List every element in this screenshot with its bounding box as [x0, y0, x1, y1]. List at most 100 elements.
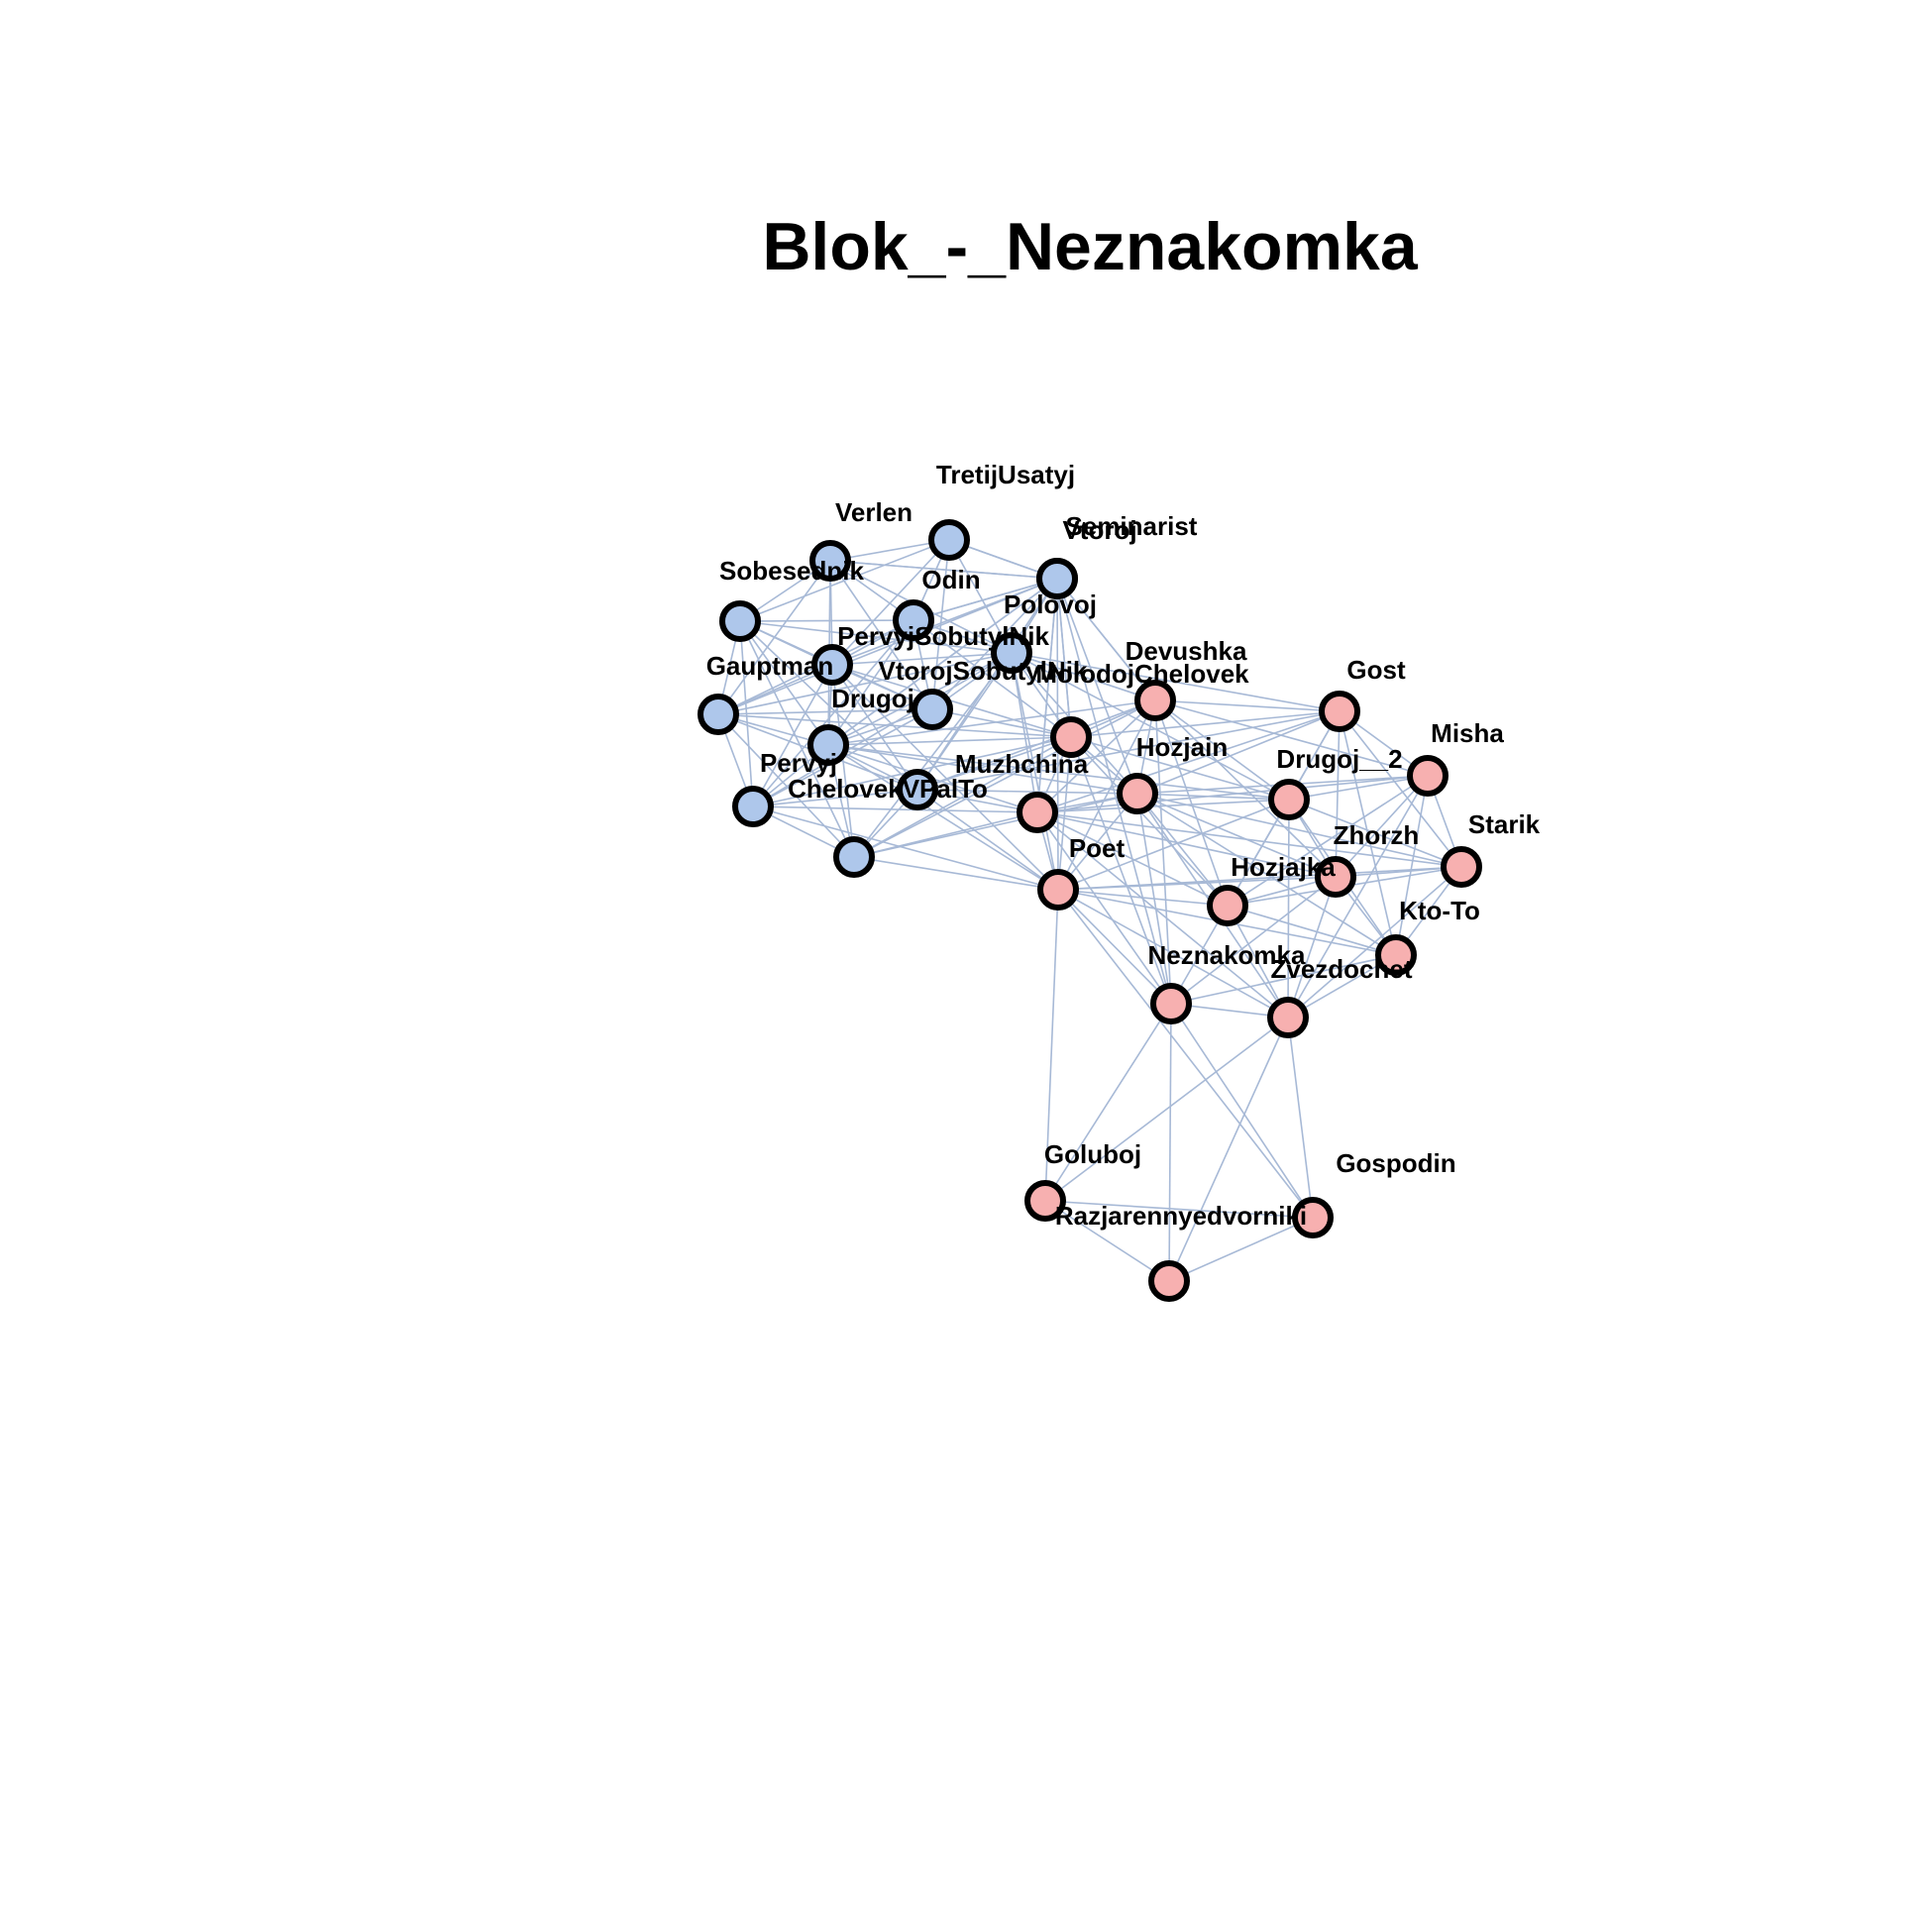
node-label-Goluboj: Goluboj	[1044, 1139, 1141, 1169]
edge-Gauptman-Unlabeled	[717, 713, 855, 858]
edge-Muzhchina-Zvezdochet	[1036, 811, 1289, 1019]
edge-Drugoj__2-Starik	[1288, 799, 1462, 868]
edge-Drugoj-Drugoj__2	[827, 744, 1290, 801]
edge-Odin-Seminarist	[912, 578, 1058, 621]
edge-Drugoj__2-Muzhchina	[1036, 799, 1290, 813]
node-Gospodin[interactable]	[1292, 1197, 1334, 1238]
node-Zvezdochet[interactable]	[1267, 997, 1309, 1038]
node-Misha[interactable]	[1407, 755, 1449, 797]
node-label-Drugoj: Drugoj	[831, 684, 914, 713]
edge-Poet-Goluboj	[1044, 889, 1059, 1202]
node-TretijUsatyj[interactable]	[928, 519, 970, 561]
node-label-Verlen: Verlen	[835, 497, 912, 527]
edge-Muzhchina-Hozjajka	[1036, 811, 1229, 907]
edge-ChelovekVPalTo-Gost	[916, 710, 1341, 791]
edge-Drugoj-Devushka	[827, 699, 1156, 746]
node-Unlabeled[interactable]	[833, 836, 875, 878]
node-label-Poet: Poet	[1069, 833, 1126, 863]
node-Devushka[interactable]	[1134, 680, 1176, 721]
node-label-Kto-To: Kto-To	[1399, 896, 1480, 925]
edge-Misha-Kto-To	[1395, 775, 1429, 956]
node-Starik[interactable]	[1441, 846, 1482, 888]
edge-Gospodin-Razjarennyedvorniki	[1168, 1217, 1314, 1282]
node-Seminarist[interactable]	[1036, 558, 1078, 599]
edge-Starik-Zvezdochet	[1287, 866, 1462, 1019]
node-MolodojChelovek[interactable]	[1050, 716, 1092, 758]
edge-Drugoj-Poet	[827, 744, 1059, 891]
node-label-Starik: Starik	[1468, 809, 1541, 839]
edge-Muzhchina-Starik	[1036, 811, 1462, 868]
node-label-Misha: Misha	[1431, 718, 1504, 748]
node-Verlen[interactable]	[809, 540, 851, 582]
node-label-Polovoj: Polovoj	[1004, 590, 1097, 619]
edge-ChelovekVPalTo-Hozjain	[916, 789, 1138, 795]
edge-Hozjain-Zhorzh	[1136, 793, 1337, 878]
node-label-VtorojSobutylNik: VtorojSobutylNik	[879, 656, 1088, 686]
node-Goluboj[interactable]	[1024, 1180, 1066, 1222]
node-label-ChelovekVPalTo: ChelovekVPalTo	[788, 774, 988, 804]
edge-Seminarist-Devushka	[1056, 578, 1156, 701]
node-ChelovekVPalTo[interactable]	[897, 769, 938, 810]
edge-Poet-Hozjajka	[1057, 889, 1229, 907]
edge-Hozjain-Hozjajka	[1136, 793, 1229, 907]
edge-TretijUsatyj-Sobesednik	[739, 539, 950, 622]
edge-Misha-Zvezdochet	[1287, 775, 1429, 1019]
edge-VtorojSobutylNik-Gauptman	[717, 708, 933, 715]
edge-Poet-Neznakomka	[1057, 889, 1172, 1005]
node-label-Muzhchina: Muzhchina	[955, 749, 1089, 779]
edge-Misha-Drugoj__2	[1288, 775, 1429, 801]
node-label-Drugoj__2: Drugoj__2	[1276, 744, 1402, 774]
node-label-Razjarennyedvorniki: Razjarennyedvorniki	[1055, 1201, 1307, 1231]
node-Drugoj__2[interactable]	[1268, 779, 1310, 820]
node-label-Hozjajka: Hozjajka	[1231, 852, 1336, 882]
node-Poet[interactable]	[1037, 869, 1079, 911]
edge-Poet-Zvezdochet	[1057, 889, 1289, 1019]
node-Kto-To[interactable]	[1375, 934, 1417, 976]
edge-Polovoj-Muzhchina	[1011, 652, 1038, 813]
edge-Sobesednik-Odin	[739, 619, 914, 622]
edge-Muzhchina-Zhorzh	[1036, 811, 1337, 878]
node-Muzhchina[interactable]	[1017, 792, 1058, 833]
node-Pervyj[interactable]	[732, 786, 774, 827]
node-label-Seminarist: Seminarist	[1066, 511, 1198, 541]
node-label-Odin: Odin	[921, 565, 980, 594]
edge-Seminarist-Hozjain	[1056, 578, 1138, 795]
edge-Seminarist-Muzhchina	[1036, 578, 1058, 813]
edge-Zvezdochet-Goluboj	[1044, 1017, 1289, 1202]
edge-Zvezdochet-Razjarennyedvorniki	[1168, 1017, 1289, 1282]
edge-Pervyj-Poet	[752, 805, 1059, 891]
edge-Seminarist-MolodojChelovek	[1056, 578, 1072, 738]
node-Drugoj[interactable]	[807, 724, 849, 766]
edge-Misha-Zhorzh	[1335, 775, 1429, 878]
node-PervyjSobutylNik[interactable]	[811, 644, 853, 686]
edge-Unlabeled-Devushka	[853, 699, 1156, 858]
node-Hozjajka[interactable]	[1207, 885, 1248, 926]
node-label-Zhorzh: Zhorzh	[1334, 820, 1420, 850]
node-Gost[interactable]	[1319, 691, 1360, 732]
node-Neznakomka[interactable]	[1150, 983, 1192, 1024]
node-Razjarennyedvorniki[interactable]	[1148, 1260, 1190, 1302]
edge-ChelovekVPalTo-Poet	[916, 789, 1059, 891]
edge-Sobesednik-Polovoj	[739, 620, 1013, 654]
edge-Unlabeled-Hozjain	[853, 793, 1138, 858]
edge-Gost-Hozjain	[1136, 710, 1341, 795]
edge-Polovoj-Gost	[1011, 652, 1341, 712]
edge-Drugoj__2-Poet	[1057, 799, 1290, 891]
node-Odin[interactable]	[893, 599, 934, 641]
edge-Gauptman-Seminarist	[717, 578, 1058, 715]
edge-Polovoj-Devushka	[1011, 652, 1156, 701]
edge-Gauptman-MolodojChelovek	[717, 713, 1072, 738]
node-Polovoj[interactable]	[991, 632, 1032, 674]
edge-Polovoj-Unlabeled	[853, 652, 1013, 858]
edge-Gost-Kto-To	[1339, 710, 1397, 956]
edge-MolodojChelovek-Drugoj__2	[1070, 736, 1290, 801]
edge-Misha-Muzhchina	[1036, 775, 1429, 813]
node-Sobesednik[interactable]	[719, 600, 761, 642]
node-VtorojSobutylNik[interactable]	[912, 689, 953, 730]
edge-VtorojSobutylNik-MolodojChelovek	[931, 708, 1072, 738]
edge-Verlen-Seminarist	[829, 560, 1058, 580]
graph-title: Blok_-_Neznakomka	[762, 209, 1418, 284]
node-Gauptman[interactable]	[698, 694, 739, 735]
node-Zhorzh[interactable]	[1315, 856, 1356, 898]
node-Hozjain[interactable]	[1117, 773, 1158, 814]
